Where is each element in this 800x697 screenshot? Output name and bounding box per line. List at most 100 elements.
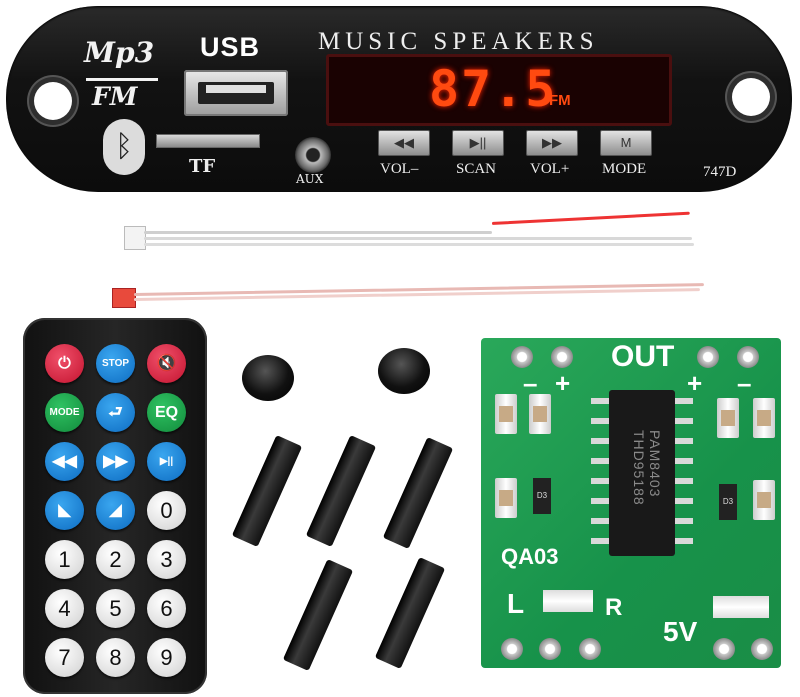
remote-button-5-2[interactable]: 6	[147, 589, 186, 628]
chip-pin	[591, 458, 609, 464]
vol-up-button[interactable]: ▶▶	[526, 130, 578, 156]
out-label: OUT	[611, 340, 675, 373]
cable-connector-red	[112, 288, 136, 308]
aux-jack[interactable]	[295, 137, 331, 173]
mounting-hole-right	[732, 78, 770, 116]
remote-button-2-2[interactable]: ▶||	[147, 442, 186, 481]
plus-right-label: +	[687, 368, 703, 398]
mounting-hole-left	[34, 82, 72, 120]
remote-button-1-0[interactable]: MODE	[45, 393, 84, 432]
capacitor-1	[495, 394, 517, 434]
tf-label: TF	[189, 156, 216, 177]
board-title: MUSIC SPEAKERS	[318, 28, 599, 55]
vol-up-label: VOL+	[530, 161, 570, 177]
mode-label: MODE	[602, 161, 647, 177]
heat-shrink-tube-5	[374, 557, 446, 669]
cable-wire-gray-1	[144, 231, 492, 234]
resistor-1: D3	[533, 478, 551, 514]
scan-label: SCAN	[456, 161, 497, 177]
chip-pin	[675, 538, 693, 544]
chip-pin	[591, 498, 609, 504]
chip-pin	[675, 458, 693, 464]
remote-button-6-0[interactable]: 7	[45, 638, 84, 677]
minus-right-label: –	[737, 368, 752, 398]
cable-wire-gray-2	[144, 237, 692, 240]
usb-label: USB	[200, 32, 261, 62]
capacitor-2	[529, 394, 551, 434]
remote-button-2-0[interactable]: ◀◀	[45, 442, 84, 481]
pad-in-1	[501, 638, 523, 660]
usb-port-tab	[206, 85, 266, 93]
heat-shrink-tube-3	[382, 437, 454, 549]
logo-mp3: Mp3	[84, 36, 155, 69]
chip-pin	[591, 398, 609, 404]
amplifier-board: OUT – + + – D3 D3 PAM8403 THD95188 QA03 …	[481, 338, 781, 668]
voltage-label: 5V	[663, 616, 698, 647]
chip-marking: PAM8403 THD95188	[631, 430, 663, 506]
usb-port[interactable]	[184, 70, 288, 116]
chip-pin	[591, 538, 609, 544]
chip-pin	[675, 518, 693, 524]
remote-button-5-1[interactable]: 5	[96, 589, 135, 628]
remote-button-0-0[interactable]: ⏻	[45, 344, 84, 383]
display-unit: FM	[549, 92, 571, 109]
amplifier-chip: PAM8403 THD95188	[609, 390, 675, 556]
display-frequency: 87.5	[429, 60, 558, 118]
heat-shrink-tube-4	[282, 559, 354, 671]
remote-button-4-0[interactable]: 1	[45, 540, 84, 579]
bluetooth-icon: ᛒ	[103, 119, 145, 175]
rubber-foot-2	[378, 348, 430, 394]
pad-out-2	[551, 346, 573, 368]
capacitor-7	[543, 590, 593, 612]
remote-button-3-0[interactable]: ◣	[45, 491, 84, 530]
remote-button-5-0[interactable]: 4	[45, 589, 84, 628]
pad-out-1	[511, 346, 533, 368]
remote-button-0-2[interactable]: 🔇	[147, 344, 186, 383]
logo-divider	[86, 78, 158, 81]
chip-pin	[591, 438, 609, 444]
remote-button-4-2[interactable]: 3	[147, 540, 186, 579]
mp3-decoder-board: Mp3 FM ᛒ USB TF AUX MUSIC SPEAKERS 87.5 …	[6, 6, 792, 192]
pad-in-2	[539, 638, 561, 660]
frequency-display: 87.5 FM	[326, 54, 672, 126]
capacitor-4	[753, 398, 775, 438]
chip-pin	[591, 478, 609, 484]
chip-pin	[675, 438, 693, 444]
minus-left-label: –	[523, 368, 538, 398]
model-number: 747D	[703, 164, 737, 180]
aux-label: AUX	[296, 172, 324, 186]
cable-connector-white	[124, 226, 146, 250]
remote-button-6-2[interactable]: 9	[147, 638, 186, 677]
plus-left-label: +	[555, 368, 571, 398]
vol-down-button[interactable]: ◀◀	[378, 130, 430, 156]
pad-in-4	[713, 638, 735, 660]
chip-pin	[675, 418, 693, 424]
scan-button[interactable]: ▶||	[452, 130, 504, 156]
logo-fm: FM	[92, 82, 138, 111]
rubber-foot-1	[242, 355, 294, 401]
remote-button-0-1[interactable]: STOP	[96, 344, 135, 383]
chip-pin	[591, 418, 609, 424]
remote-button-4-1[interactable]: 2	[96, 540, 135, 579]
mode-button[interactable]: M	[600, 130, 652, 156]
remote-button-3-2[interactable]: 0	[147, 491, 186, 530]
cable-wire-red	[491, 211, 690, 225]
remote-button-2-1[interactable]: ▶▶	[96, 442, 135, 481]
left-channel-label: L	[507, 588, 525, 619]
remote-button-1-2[interactable]: EQ	[147, 393, 186, 432]
tf-card-slot[interactable]	[156, 134, 260, 148]
remote-button-6-1[interactable]: 8	[96, 638, 135, 677]
vol-down-label: VOL–	[380, 161, 419, 177]
capacitor-3	[717, 398, 739, 438]
pad-in-5	[751, 638, 773, 660]
capacitor-6	[753, 480, 775, 520]
remote-button-1-1[interactable]: ⮐	[96, 393, 135, 432]
right-channel-label: R	[605, 594, 623, 621]
capacitor-8	[713, 596, 769, 618]
heat-shrink-tube-1	[231, 435, 303, 547]
pad-in-3	[579, 638, 601, 660]
pad-out-3	[697, 346, 719, 368]
remote-button-3-1[interactable]: ◢	[96, 491, 135, 530]
capacitor-5	[495, 478, 517, 518]
